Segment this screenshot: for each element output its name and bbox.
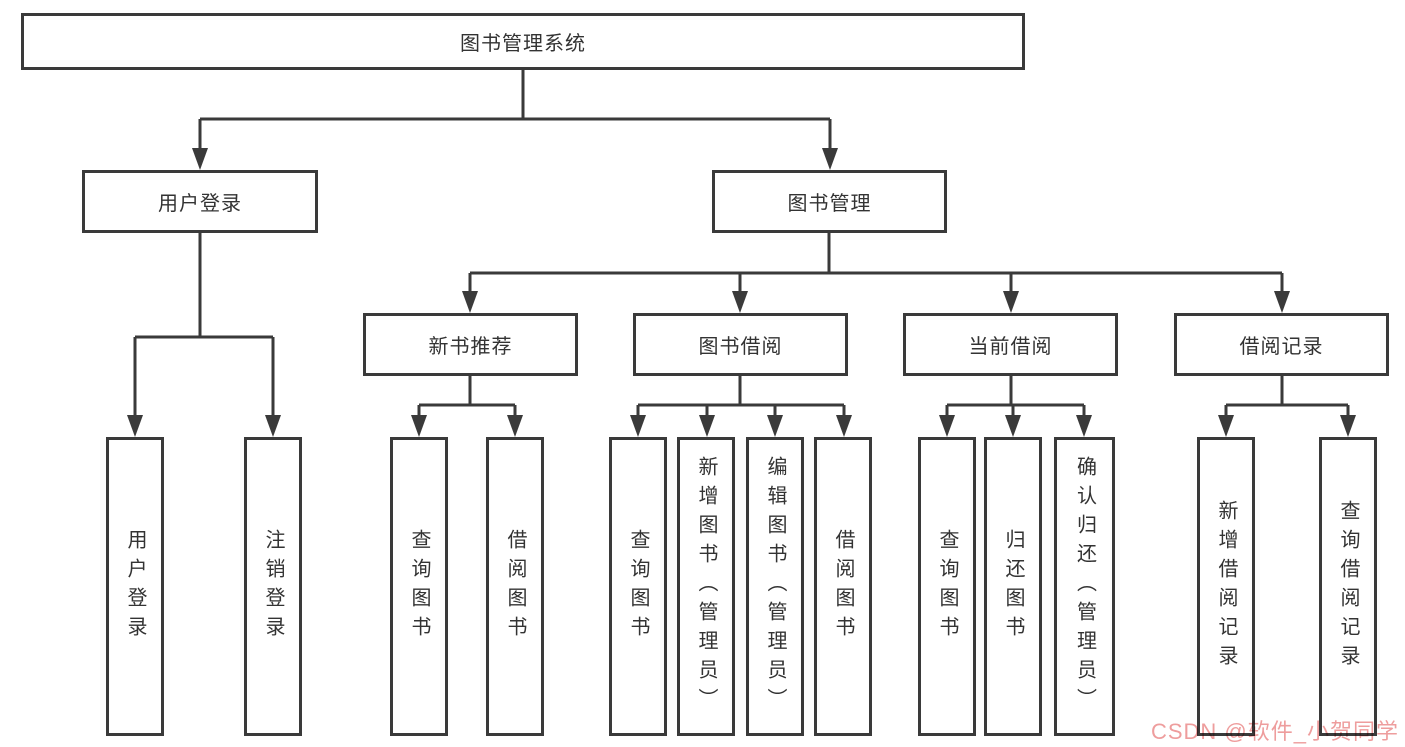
node-label: 查询图书 [627, 528, 649, 645]
node-label: 查询借阅记录 [1337, 499, 1359, 674]
node-label: 用户登录 [158, 193, 242, 215]
node-book-borrow: 图书借阅 [633, 313, 848, 376]
node-system-root: 图书管理系统 [21, 13, 1025, 70]
node-label: 借阅记录 [1239, 336, 1324, 358]
node-label: 借阅图书 [832, 528, 854, 645]
leaf-logout: 注销登录 [244, 437, 302, 736]
leaf-current-query-books: 查询图书 [918, 437, 976, 736]
node-label: 用户登录 [124, 528, 146, 645]
node-user-login: 用户登录 [82, 170, 318, 233]
node-label: 图书管理系统 [460, 33, 586, 55]
node-current-borrow: 当前借阅 [903, 313, 1118, 376]
node-label: 图书管理 [787, 193, 872, 215]
node-label: 新增借阅记录 [1215, 499, 1237, 674]
node-label: 当前借阅 [968, 336, 1053, 358]
node-label: 图书借阅 [698, 336, 783, 358]
csdn-watermark: CSDN @软件_小贺同学 [1150, 719, 1399, 744]
node-label: 编辑图书（管理员） [764, 456, 786, 717]
leaf-records-add-record: 新增借阅记录 [1197, 437, 1255, 736]
node-label: 查询图书 [408, 528, 430, 645]
node-label: 注销登录 [262, 528, 284, 645]
leaf-recommend-query-books: 查询图书 [390, 437, 448, 736]
node-label: 新书推荐 [428, 336, 513, 358]
leaf-borrow-add-books-admin: 新增图书（管理员） [677, 437, 735, 736]
node-label: 查询图书 [936, 528, 958, 645]
leaf-current-return-books: 归还图书 [984, 437, 1042, 736]
node-label: 确认归还（管理员） [1073, 456, 1096, 717]
node-book-management: 图书管理 [712, 170, 947, 233]
node-label: 新增图书（管理员） [695, 456, 717, 717]
leaf-current-confirm-return-admin: 确认归还（管理员） [1054, 437, 1115, 736]
node-new-book-recommend: 新书推荐 [363, 313, 578, 376]
leaf-records-query-record: 查询借阅记录 [1319, 437, 1377, 736]
leaf-user-login: 用户登录 [106, 437, 164, 736]
leaf-recommend-borrow-books: 借阅图书 [486, 437, 544, 736]
node-borrow-records: 借阅记录 [1174, 313, 1389, 376]
leaf-borrow-borrow-books: 借阅图书 [814, 437, 872, 736]
node-label: 归还图书 [1002, 528, 1024, 645]
leaf-borrow-edit-books-admin: 编辑图书（管理员） [746, 437, 804, 736]
node-label: 借阅图书 [504, 528, 526, 645]
leaf-borrow-query-books: 查询图书 [609, 437, 667, 736]
arrowhead-group [127, 148, 1356, 437]
